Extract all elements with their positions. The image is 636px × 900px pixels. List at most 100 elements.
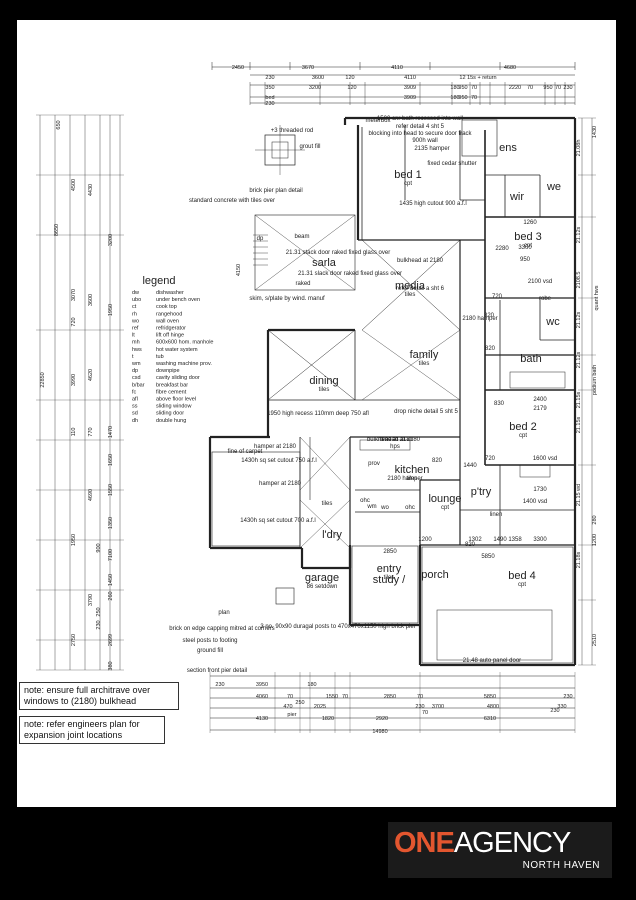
plan-note-51: b/head at 2180 xyxy=(380,437,421,443)
plan-note-69: 720 xyxy=(485,456,496,462)
dim-top-2: 4110 xyxy=(391,65,403,71)
legend-code-13: b/bar xyxy=(132,382,145,388)
plan-note-41: 1400 vsd xyxy=(523,499,547,505)
dim-left-19: 1350 xyxy=(108,517,114,529)
plan-note-32: 3 no. 90x90 duragal posts to 470x470x115… xyxy=(260,624,415,630)
kitchen-bench xyxy=(359,439,411,451)
room-label-3: we xyxy=(546,181,561,193)
wall-line xyxy=(299,436,351,491)
plan-note-48: wm xyxy=(366,504,376,510)
plan-note-38: 2400 xyxy=(533,397,547,403)
dim-right-12: 21.12s xyxy=(576,311,582,328)
legend-code-1: ubo xyxy=(132,297,141,303)
dim-bottom-16: 4130 xyxy=(256,716,268,722)
plan-note-10: +3 threaded rod xyxy=(271,128,314,134)
legend-desc-1: under bench oven xyxy=(156,297,200,303)
dim-right-2: 21.12s xyxy=(576,226,582,243)
logo-wordmark: ONEAGENCY xyxy=(394,826,571,860)
plan-note-65: 1440 xyxy=(463,463,477,469)
dim-bottom-25: pier xyxy=(287,712,296,718)
dim-left-2: 4430 xyxy=(88,184,94,196)
legend-code-2: ct xyxy=(132,304,137,310)
dim-left-20: 2750 xyxy=(71,634,77,646)
room-sub-11: cpt xyxy=(519,433,527,439)
plan-note-22: drop niche detail 5 sht 5 xyxy=(394,409,458,415)
dim-bottom-0: 230 xyxy=(215,682,224,688)
room-sub-16: tiles xyxy=(384,575,395,581)
room-label-12: kitchen xyxy=(395,464,430,476)
plan-note-0: meterbox xyxy=(365,118,390,124)
room-sub-12: tiles xyxy=(407,476,418,482)
garage-inner xyxy=(421,546,574,664)
plan-note-59: 1260 xyxy=(523,220,537,226)
dim-left-22: 2699 xyxy=(108,634,114,646)
dim-right-14: 1200 xyxy=(592,534,598,546)
dim-left-5: 3070 xyxy=(71,289,77,301)
dim-bottom-8: 70 xyxy=(417,694,423,700)
legend-desc-6: lift off hinge xyxy=(156,333,184,339)
plan-note-23: 1430h sq set cutout 750 a.f.l xyxy=(241,458,316,464)
dim-left-15: 4690 xyxy=(88,489,94,501)
dim-bottom-6: 70 xyxy=(342,694,348,700)
dim-right-9: quant hws xyxy=(594,285,600,310)
plan-note-61: 2280 xyxy=(495,246,509,252)
legend-code-3: rh xyxy=(132,311,137,317)
raked-diagonal xyxy=(361,239,461,331)
dim-bottom-4: 70 xyxy=(287,694,293,700)
dim-left-25: 720 xyxy=(71,317,77,326)
dim-bottom-24: 230 xyxy=(550,708,559,714)
legend-desc-4: wall oven xyxy=(155,318,179,324)
room-label-7: wc xyxy=(545,316,560,328)
room-label-6: media xyxy=(395,280,426,292)
dim-left-28: 1450 xyxy=(108,574,114,586)
dim-bottom-1: 3950 xyxy=(256,682,268,688)
plan-note-6: fixed cedar shutter xyxy=(427,161,476,167)
legend-code-4: wo xyxy=(131,318,139,324)
dim-right-6: 21.15 wd xyxy=(576,484,582,506)
one-agency-logo: ONEAGENCY NORTH HAVEN xyxy=(388,822,612,878)
plan-note-9: brick pier plan detail xyxy=(249,188,302,194)
legend-desc-7: 600x600 hom. manhole xyxy=(156,340,213,346)
expansion-note: note: refer engineers plan for expansion… xyxy=(19,716,165,744)
room-label-18: bed 4 xyxy=(508,570,536,582)
dim-left-3: 8650 xyxy=(54,224,60,236)
plan-note-1: 1500 cnr bath recessed into wall xyxy=(377,116,463,122)
plan-note-15: bulkhead at 2180 xyxy=(397,258,444,264)
legend-title: legend xyxy=(142,275,175,287)
dim-bottom-14: 4800 xyxy=(487,704,499,710)
room-label-20: porch xyxy=(421,569,449,581)
raked-diagonal xyxy=(254,214,356,291)
dim-right-0: 1430 xyxy=(592,126,598,138)
bench xyxy=(519,464,551,478)
dim-top-6: 120 xyxy=(345,75,354,81)
legend-code-14: fc xyxy=(132,389,137,395)
plan-note-31: section front pier detail xyxy=(187,668,247,674)
dim-right-5: 21.15s xyxy=(576,391,582,408)
dim-left-13: 1650 xyxy=(108,454,114,466)
dim-top-21: bed xyxy=(265,95,274,101)
room-label-11: bed 2 xyxy=(509,421,537,433)
dim-left-27: 110 xyxy=(71,428,77,437)
plan-note-24: fine of carpet xyxy=(228,449,263,455)
room-label-15: l'dry xyxy=(322,529,342,541)
dim-bottom-18: 2920 xyxy=(376,716,388,722)
room-label-2: wir xyxy=(509,191,524,203)
plan-note-57: 1358 xyxy=(508,537,522,543)
garage-door xyxy=(436,609,553,661)
legend-desc-16: sliding window xyxy=(156,404,191,410)
dim-bottom-7: 2850 xyxy=(384,694,396,700)
dim-bottom-9: 5850 xyxy=(484,694,496,700)
plan-note-4: 900h wall xyxy=(412,138,437,144)
dim-bottom-2: 180 xyxy=(307,682,316,688)
legend-desc-0: dishwasher xyxy=(156,290,184,296)
dim-left-7: 1950 xyxy=(108,304,114,316)
plan-note-7: 1435 high cutout 900 a.f.l xyxy=(399,201,466,207)
plan-note-68: 820 xyxy=(484,313,495,319)
plan-note-43: robe xyxy=(539,296,552,302)
plan-note-19: 21.31 slack door raked fixed glass over xyxy=(298,271,402,277)
plan-note-50: hps xyxy=(390,444,400,450)
legend-desc-13: breakfast bar xyxy=(156,382,188,388)
plan-note-28: 2180 hamper xyxy=(387,476,422,482)
raked-diagonal xyxy=(361,329,461,401)
